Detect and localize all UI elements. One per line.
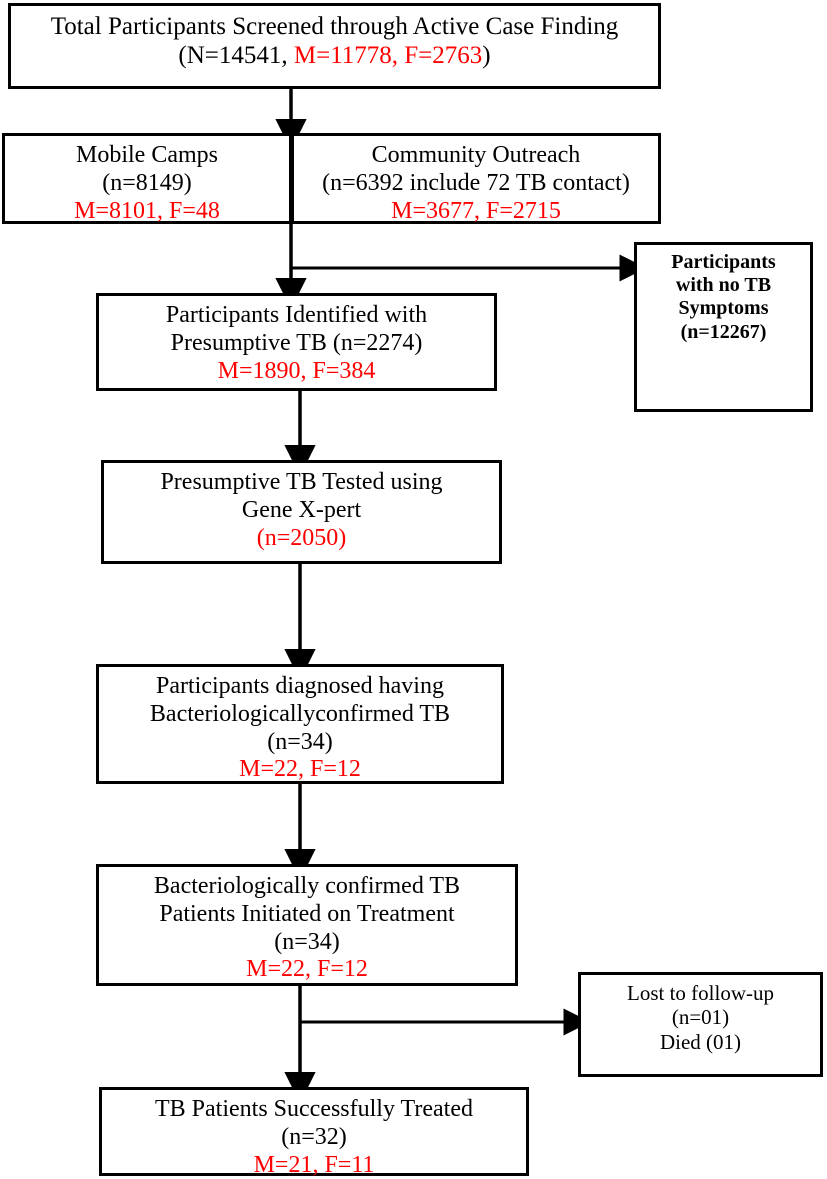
gene-xpert-line-2: Gene X-pert [241,496,362,523]
bacteriologically-confirmed-diagnosed-box: Participants diagnosed having Bacteriolo… [96,664,504,784]
treatment-count: (n=34) [274,928,340,955]
successfully-treated-box: TB Patients Successfully Treated (n=32) … [99,1087,529,1178]
lost-followup-label: Lost to follow-up [627,981,774,1005]
community-outreach-box: Community Outreach (n=6392 include 72 TB… [290,133,661,224]
community-outreach-label: Community Outreach [371,142,581,168]
gene-xpert-count: (n=2050) [256,524,347,551]
total-screened-gender-split: M=11778, F=2763 [293,42,483,69]
no-symptoms-line-3: Symptoms [678,297,769,320]
gene-xpert-line-1: Presumptive TB Tested using [160,469,443,495]
lost-to-follow-up-box: Lost to follow-up (n=01) Died (01) [578,972,823,1077]
died-count: Died (01) [659,1029,742,1054]
presumptive-tb-identified-box: Participants Identified with Presumptive… [96,293,497,391]
no-symptoms-line-2: with no TB [675,274,772,297]
total-screened-counts: (N=14541, M=11778, F=2763) [178,41,490,70]
community-outreach-count: (n=6392 include 72 TB contact) [322,169,630,196]
presumptive-line-2: Presumptive TB (n=2274) [170,329,423,356]
successfully-treated-gender-split: M=21, F=11 [253,1151,375,1178]
diagnosed-count: (n=34) [267,728,333,755]
total-screened-n-prefix: (N=14541, [178,42,294,69]
diagnosed-gender-split: M=22, F=12 [239,756,361,783]
mobile-camps-box: Mobile Camps (n=8149) M=8101, F=48 [2,133,292,224]
treatment-initiated-box: Bacteriologically confirmed TB Patients … [96,864,518,986]
mobile-camps-gender-split: M=8101, F=48 [74,197,220,224]
mobile-camps-label: Mobile Camps [76,142,218,168]
no-symptoms-line-1: Participants [671,251,776,273]
successfully-treated-count: (n=32) [281,1123,347,1150]
treatment-line-2: Patients Initiated on Treatment [159,900,455,927]
successfully-treated-label: TB Patients Successfully Treated [155,1096,473,1122]
total-screened-n-suffix: ) [482,42,491,69]
treatment-gender-split: M=22, F=12 [246,956,368,983]
total-screened-title: Total Participants Screened through Acti… [50,13,619,40]
presumptive-line-1: Participants Identified with [165,302,428,328]
total-participants-screened-box: Total Participants Screened through Acti… [8,3,661,89]
diagnosed-line-1: Participants diagnosed having [156,673,444,699]
mobile-camps-count: (n=8149) [102,169,192,196]
no-symptoms-count: (n=12267) [680,320,767,343]
treatment-line-1: Bacteriologically confirmed TB [153,873,461,899]
participants-no-tb-symptoms-box: Participants with no TB Symptoms (n=1226… [634,242,813,412]
presumptive-gender-split: M=1890, F=384 [217,357,376,384]
diagnosed-line-2: Bacteriologicallyconfirmed TB [149,700,451,727]
gene-xpert-tested-box: Presumptive TB Tested using Gene X-pert … [101,460,502,564]
community-outreach-gender-split: M=3677, F=2715 [391,197,561,224]
lost-followup-count: (n=01) [671,1005,730,1030]
